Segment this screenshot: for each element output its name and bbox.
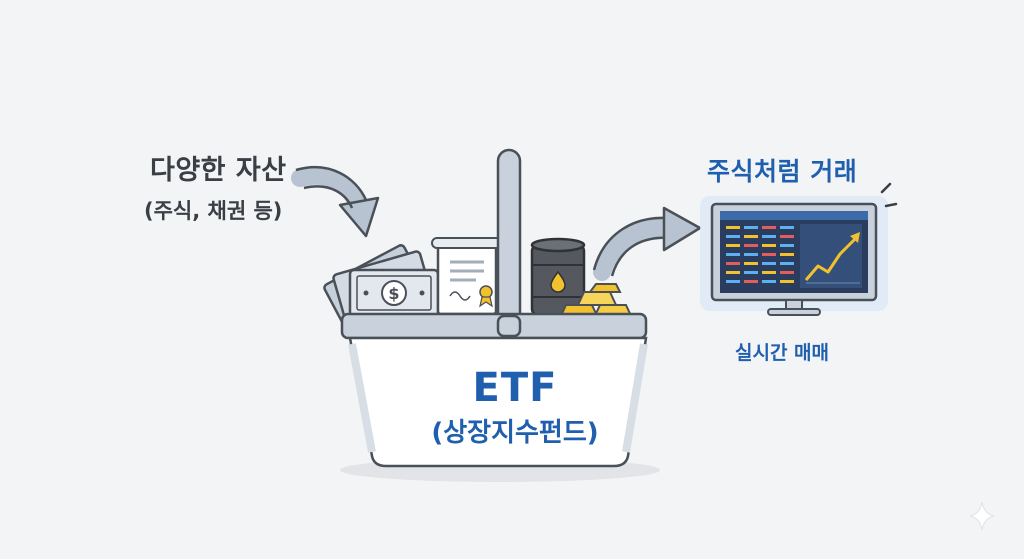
basket-handle [496,148,522,332]
diverse-assets-title: 다양한 자산 [150,155,287,186]
monitor-chart-icon [700,196,888,316]
sparkle-lines [880,182,898,208]
curved-arrow-icon-left [291,165,380,238]
diverse-assets-label: 다양한 자산 (주식, 채권 등) [144,148,287,225]
trade-like-stock-label: 주식처럼 거래 [707,157,858,186]
sparkle-icon [969,501,995,531]
curved-arrow-icon-right [592,206,702,281]
diverse-assets-subtitle: (주식, 채권 등) [144,199,283,223]
gold-bars-icon [558,283,634,319]
basket-icon [340,312,648,468]
oil-barrel-icon [530,237,586,317]
ticker-table [726,226,794,283]
etf-subtitle: (상장지수펀드) [431,418,599,448]
certificate-document-icon [431,237,503,316]
line-chart-panel [800,224,862,288]
etf-title: ETF [472,365,558,411]
realtime-trading-label: 실시간 매매 [735,342,830,364]
dollar-bill-icon: $ [323,244,440,332]
svg-text:$: $ [388,284,399,303]
